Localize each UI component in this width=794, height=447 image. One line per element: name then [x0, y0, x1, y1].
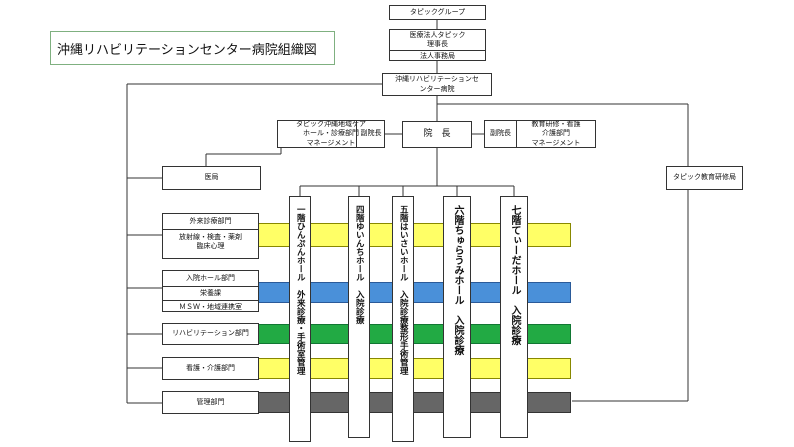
- outpatient-dept-label: 外来診療部門: [189, 217, 232, 225]
- director-box: 院 長: [402, 121, 472, 148]
- right-management-line1: 教育研修・看護: [531, 120, 581, 129]
- corp-name-label: 医療法人タピック: [409, 31, 466, 39]
- hospital-box: 沖縄リハビリテーションセ ンター病院: [382, 73, 492, 96]
- radiology-line2: 臨床心理: [196, 242, 225, 251]
- admin-dept-label: 管理部門: [196, 397, 225, 406]
- inpatient-dept-label: 入院ホール部門: [186, 274, 235, 282]
- nursing-dept-label: 看護・介護部門: [186, 363, 235, 372]
- chairman-label: 理事長: [427, 40, 448, 49]
- hall-6f-label: 六階ちゅらうみホール 入院診療: [452, 205, 463, 355]
- tapic-group-label: タピックグループ: [409, 7, 466, 16]
- msw-label: ＭＳＷ・地域連携室: [179, 303, 242, 312]
- rehab-dept-label: リハビリテーション部門: [172, 329, 249, 338]
- corp-office-label: 法人事務局: [420, 52, 455, 61]
- hall-4f-box: 四階ゆいんちホール 入院診療: [348, 196, 370, 438]
- hall-4f-label: 四階ゆいんちホール 入院診療: [354, 205, 365, 324]
- left-management-line3: マネージメント: [306, 138, 356, 147]
- education-bureau-label: タピック教育研修局: [673, 173, 736, 182]
- hall-1f-label: 一階ひんぷんホール 外来診療・手術室管理: [295, 205, 306, 375]
- nursing-dept-box: 看護・介護部門: [162, 357, 259, 380]
- corporation-box: 医療法人タピック 理事長 法人事務局: [389, 29, 486, 61]
- left-vice-director: 副院長: [356, 121, 384, 147]
- hall-1f-box: 一階ひんぷんホール 外来診療・手術室管理: [289, 196, 311, 442]
- right-vice-director: 副院長: [485, 121, 517, 147]
- right-management-box: 副院長 教育研修・看護 介護部門 マネージメント: [484, 120, 596, 148]
- left-management-box: タピック沖縄地域ケア ホール・診療部門 マネージメント 副院長: [277, 120, 385, 148]
- hospital-name-line2: ンター病院: [419, 84, 455, 93]
- hall-7f-label: 七階てぃーだホール 入院診療: [509, 205, 520, 345]
- education-bureau-box: タピック教育研修局: [666, 166, 743, 190]
- hall-7f-box: 七階てぃーだホール 入院診療: [500, 196, 528, 438]
- hospital-name-line1: 沖縄リハビリテーションセ: [395, 75, 479, 84]
- nutrition-label: 栄養課: [200, 289, 221, 298]
- right-management-line3: マネージメント: [531, 138, 581, 147]
- tapic-group-box: タピックグループ: [389, 5, 486, 20]
- rehab-dept-box: リハビリテーション部門: [162, 323, 259, 345]
- hall-6f-box: 六階ちゅらうみホール 入院診療: [443, 196, 471, 438]
- ikyoku-label: 医局: [204, 173, 219, 182]
- hall-5f-box: 五階はいさいホール 入院診療整形手術管理: [392, 196, 414, 442]
- inpatient-dept-box: 入院ホール部門 栄養課 ＭＳＷ・地域連携室: [162, 270, 259, 312]
- hall-5f-label: 五階はいさいホール 入院診療整形手術管理: [398, 205, 409, 375]
- left-management-line1: タピック沖縄地域ケア: [296, 120, 366, 129]
- director-label: 院 長: [423, 128, 451, 139]
- radiology-line1: 放射線・検査・薬剤: [179, 233, 242, 242]
- outpatient-dept-box: 外来診療部門 放射線・検査・薬剤 臨床心理: [162, 213, 259, 259]
- chart-title: 沖縄リハビリテーションセンター病院組織図: [50, 31, 335, 65]
- right-management-line2: 介護部門: [542, 129, 570, 138]
- admin-dept-box: 管理部門: [162, 391, 259, 414]
- left-management-line2: ホール・診療部門: [303, 129, 359, 138]
- ikyoku-box: 医局: [162, 166, 261, 190]
